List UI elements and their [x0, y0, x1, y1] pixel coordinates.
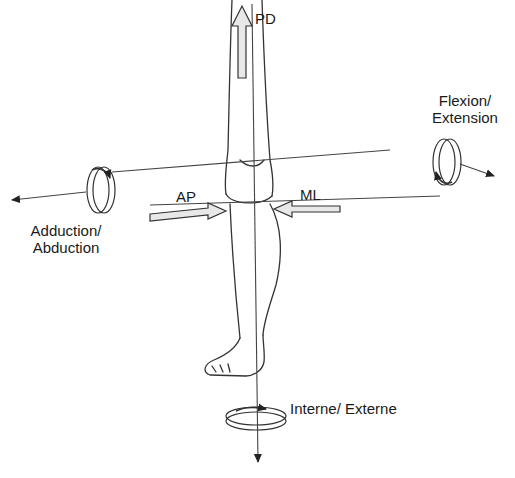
motion-label: Flexion/ Extension — [425, 92, 505, 126]
axis-label: ML — [300, 186, 321, 203]
axis-label: PD — [255, 10, 276, 27]
axis-label: AP — [176, 188, 196, 205]
motion-label: Adduction/ Abduction — [16, 222, 116, 256]
motion-label: Interne/ Externe — [290, 400, 397, 417]
